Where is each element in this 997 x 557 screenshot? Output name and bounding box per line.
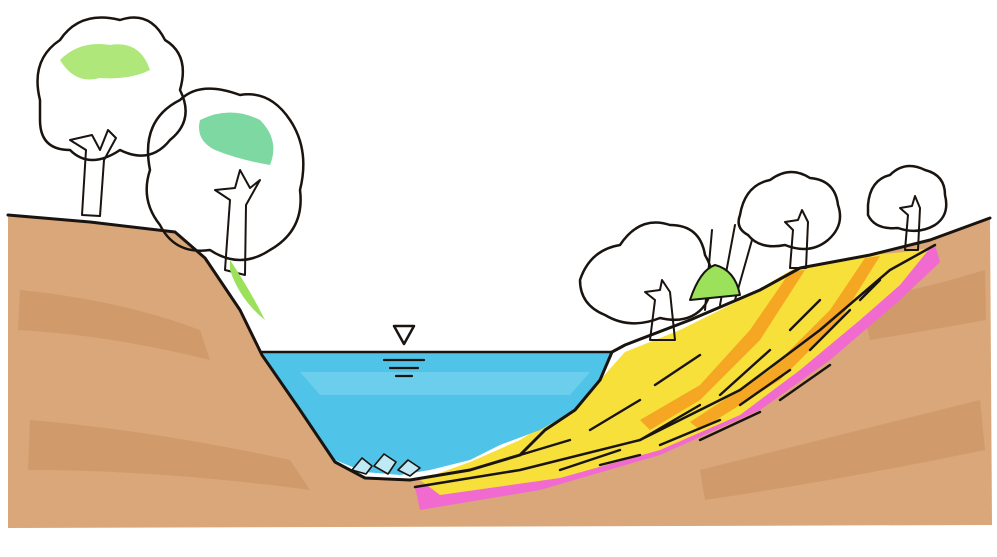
water-highlight bbox=[300, 372, 590, 395]
tree-icon bbox=[580, 223, 713, 341]
tree-icon bbox=[38, 18, 186, 217]
tree-icon bbox=[739, 172, 840, 268]
